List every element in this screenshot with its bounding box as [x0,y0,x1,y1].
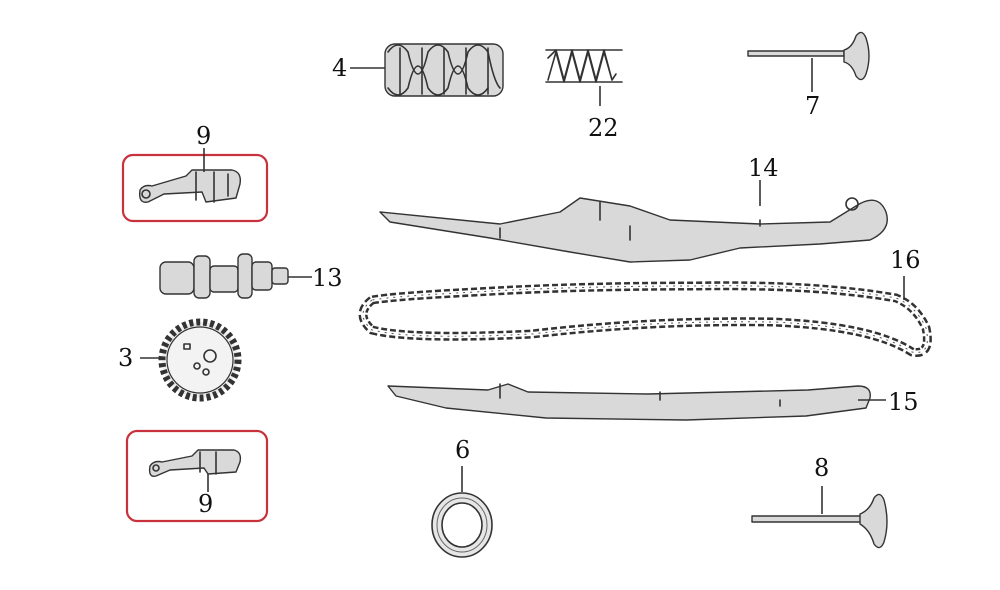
part-13: 13 [159,253,343,299]
callout-label: 22 [588,114,619,142]
callout-label: 16 [890,246,921,274]
part-16: 16 [358,246,932,357]
part-22: 22 [545,49,623,142]
part-14: 14 [379,154,888,263]
intake-valve-icon [747,31,870,81]
callout-label: 14 [748,154,779,182]
rocker-arm-icon [138,169,242,203]
callout-label: 15 [888,388,919,416]
callout-label: 7 [805,92,820,120]
valve-spring-outer-icon [384,43,504,97]
rocker-arm-icon [148,449,242,477]
part-8: 8 [751,454,888,549]
callout-label: 9 [198,490,213,518]
valve-seal-ring-icon [431,492,493,558]
callout-label: 13 [312,264,343,292]
part-6: 6 [431,436,493,558]
callout-label: 6 [455,436,470,464]
cam-sprocket-icon [158,318,242,402]
part-7: 7 [747,31,870,120]
camshaft-icon [159,253,289,299]
chain-guide-upper-icon [379,197,888,263]
callout-label: 8 [814,454,829,482]
part-9-upper: 9 [121,122,269,223]
timing-chain-icon [358,281,932,357]
part-3: 3 [118,318,242,402]
highlight-box [125,429,269,523]
callout-label: 9 [196,122,211,150]
part-4: 4 [332,43,504,97]
highlight-box [121,153,269,223]
part-15: 15 [387,383,919,421]
chain-guide-lower-icon [387,383,871,421]
part-9-lower: 9 [125,429,269,523]
callout-label: 4 [332,54,347,82]
exhaust-valve-icon [751,493,888,549]
valve-spring-inner-icon [545,49,623,83]
callout-label: 3 [118,344,133,372]
